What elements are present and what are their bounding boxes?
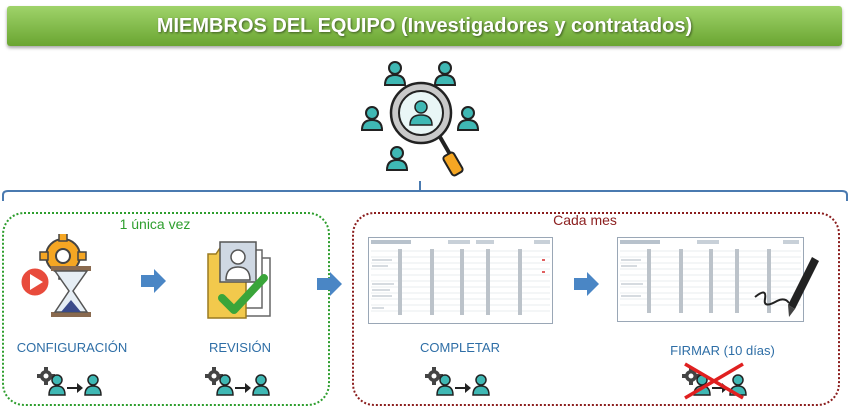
gear-hourglass-icon [18,234,91,317]
step-label-revision: REVISIÓN [208,340,272,355]
page-title: MIEMBROS DEL EQUIPO (Investigadores y co… [156,14,693,37]
delegate-icon [37,367,102,396]
document-check-icon [207,241,271,319]
title-banner: MIEMBROS DEL EQUIPO (Investigadores y co… [7,6,842,46]
right-arrow-icon [574,272,599,296]
right-arrow-icon [317,272,342,296]
pen-signature-icon [617,237,819,322]
red-cross-icon [684,362,744,400]
step-label-completar: COMPLETAR [420,340,500,355]
step-label-configuracion: CONFIGURACIÓN [16,340,128,355]
delegate-icon [205,367,270,396]
step-label-firmar: FIRMAR (10 días) [670,343,775,358]
monthly-label: Cada mes [553,212,617,228]
search-people-icon [360,61,480,177]
delegate-icon [425,367,490,396]
spreadsheet-thumbnail-icon [368,237,553,324]
one-time-label: 1 única vez [119,216,191,232]
right-arrow-icon [141,269,166,293]
bracket [2,181,848,201]
